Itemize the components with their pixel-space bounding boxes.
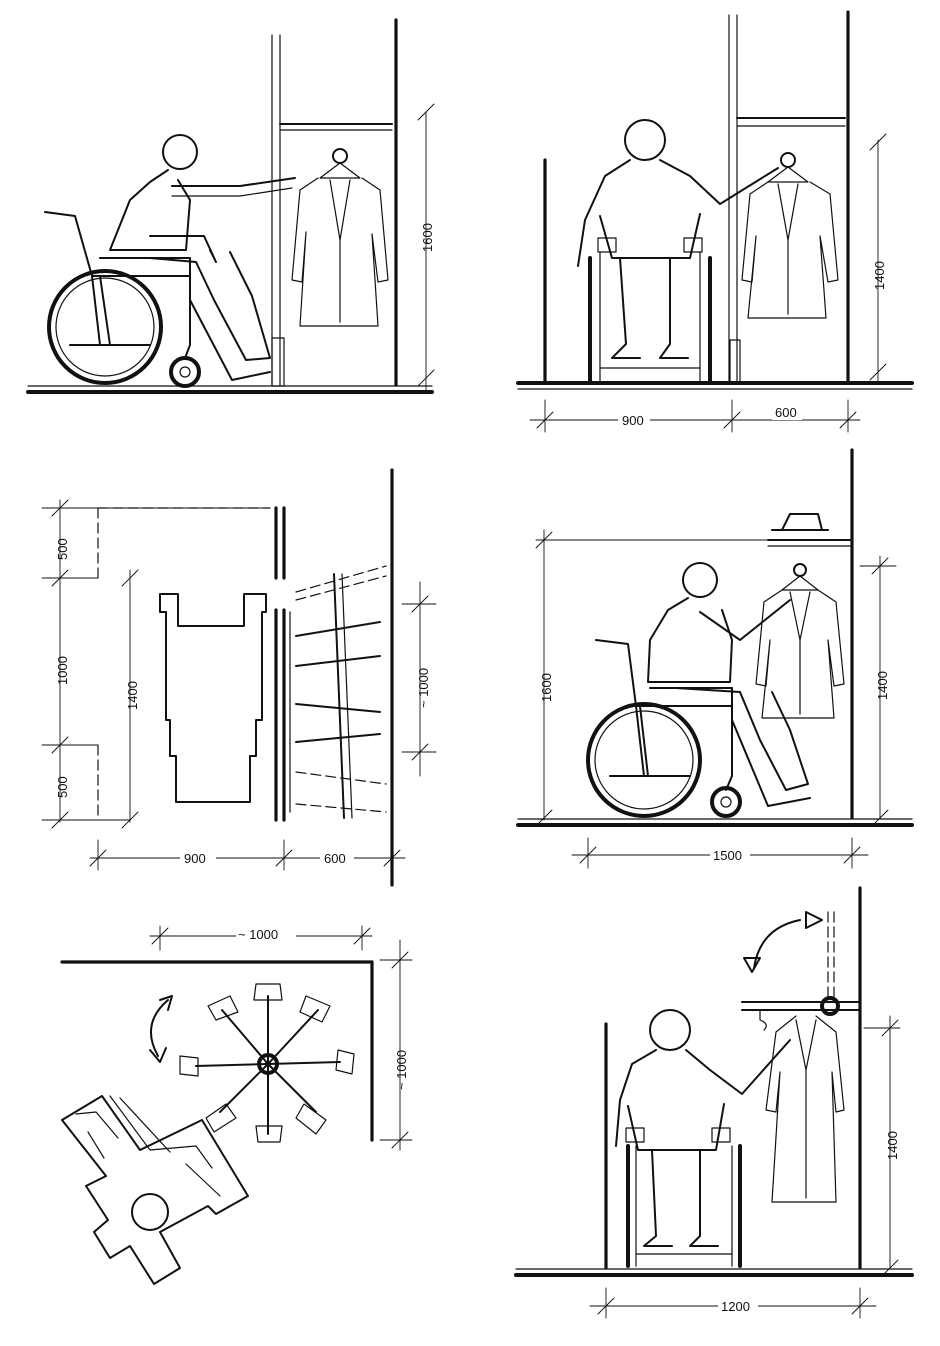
rotating-carousel-icon (179, 983, 355, 1143)
dim-500-bottom: 500 (55, 776, 70, 798)
dim-height-1400: 1400 (885, 1131, 900, 1160)
wheelchair-user-icon (61, 1095, 249, 1285)
swing-out-rack (289, 565, 387, 819)
coat-icon (741, 152, 839, 319)
swing-arrow (743, 919, 801, 973)
dim-width-900: 900 (184, 851, 206, 866)
dim-height-1400: 1400 (872, 261, 887, 290)
dim-1000: 1000 (55, 656, 70, 685)
dim-1000-right: ~ 1000 (394, 1050, 409, 1090)
panel-3-plan-view: 500 1000 500 1400 900 600 ~ 1000 (41, 468, 437, 887)
coat-icon (765, 1015, 845, 1203)
panel-4-side-shelf: 1600 1400 1500 (516, 448, 914, 869)
panel-2-front-view: 900 600 1400 (516, 10, 914, 433)
wheelchair-user-icon (615, 1009, 791, 1268)
coat-icon (755, 563, 845, 719)
panel-1-side-reach: 1600 (26, 18, 435, 394)
dim-1000-top: ~ 1000 (238, 927, 278, 942)
dim-width-900: 900 (622, 413, 644, 428)
dim-width-1500: 1500 (713, 848, 742, 863)
dim-width-600: 600 (775, 405, 797, 420)
toe-kick (271, 337, 285, 387)
dim-1400: 1400 (125, 681, 140, 710)
dim-500-top: 500 (55, 538, 70, 560)
wheelchair-user-icon (44, 134, 296, 388)
wheelchair-user-icon (586, 562, 811, 818)
panel-6-pull-down-rail: 1400 1200 (514, 886, 914, 1319)
dim-height-1600: 1600 (539, 673, 554, 702)
dim-rack-1000: ~ 1000 (416, 668, 431, 708)
panel-5-rotating-carousel: ~ 1000 ~ 1000 (60, 925, 413, 1285)
dim-height-1400: 1400 (875, 671, 890, 700)
toe-kick (729, 339, 741, 383)
wheelchair-plan-outline (159, 593, 267, 803)
wheelchair-user-icon (577, 119, 779, 384)
dim-height-1600: 1600 (420, 223, 435, 252)
dim-width-1200: 1200 (721, 1299, 750, 1314)
rotation-arrow-icon (149, 995, 173, 1063)
hat-icon (771, 513, 829, 531)
coat-icon (291, 148, 389, 327)
dim-width-600: 600 (324, 851, 346, 866)
